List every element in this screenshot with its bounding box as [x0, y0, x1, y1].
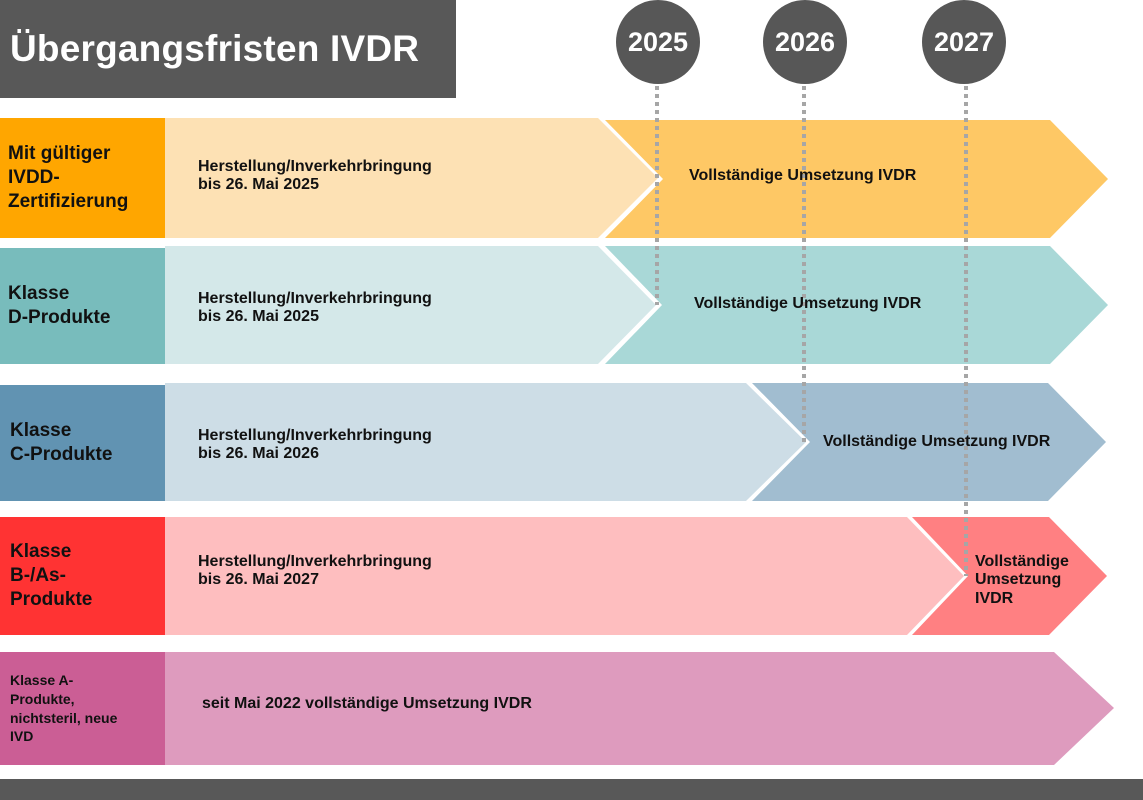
page-title: Übergangsfristen IVDR — [10, 28, 420, 69]
row-3-phase2-arrow — [752, 383, 1106, 501]
row-label-text: Klasse D-Produkte — [8, 282, 111, 328]
row-4-phase1-text: Herstellung/Inverkehrbringung bis 26. Ma… — [198, 553, 432, 589]
title-banner: Übergangsfristen IVDR — [0, 0, 456, 98]
row-1-phase2-text: Vollständige Umsetzung IVDR — [689, 167, 917, 184]
row-label-text: Klasse C-Produkte — [10, 419, 113, 465]
year-circle-2027: 2027 — [922, 0, 1006, 84]
row-label-text: Klasse A- Produkte, nichtsteril, neue IV… — [10, 671, 118, 745]
year-circle-2026: 2026 — [763, 0, 847, 84]
row-2-phase2-text: Vollständige Umsetzung IVDR — [694, 295, 922, 312]
row-3-phase1-arrow — [165, 383, 806, 501]
row-label-class-c: Klasse C-Produkte — [0, 385, 165, 501]
row-1-phase2-arrow — [605, 120, 1108, 238]
row-4-phase1-arrow — [165, 517, 964, 635]
row-2-phase1-text: Herstellung/Inverkehrbringung bis 26. Ma… — [198, 290, 432, 326]
row-4-phase2-text: Vollständige Umsetzung IVDR — [975, 553, 1069, 607]
row-label-ivdd: Mit gültiger IVDD- Zertifizierung — [0, 118, 165, 238]
row-label-class-a: Klasse A- Produkte, nichtsteril, neue IV… — [0, 652, 165, 765]
row-label-class-d: Klasse D-Produkte — [0, 248, 165, 364]
row-3-phase1-text: Herstellung/Inverkehrbringung bis 26. Ma… — [198, 427, 432, 463]
row-label-class-b-as: Klasse B-/As- Produkte — [0, 517, 165, 635]
row-5-full-arrow — [165, 652, 1114, 765]
row-1-phase1-text: Herstellung/Inverkehrbringung bis 26. Ma… — [198, 158, 432, 194]
row-label-text: Mit gültiger IVDD- Zertifizierung — [8, 142, 129, 213]
row-2-phase1-arrow — [165, 246, 656, 364]
footer-bar — [0, 779, 1143, 800]
row-1-phase1-arrow — [165, 118, 658, 238]
year-circle-2025: 2025 — [616, 0, 700, 84]
row-4-phase2-arrow — [912, 517, 1107, 635]
row-5-text: seit Mai 2022 vollständige Umsetzung IVD… — [202, 695, 532, 712]
row-2-phase2-arrow — [605, 246, 1108, 364]
row-3-phase2-text: Vollständige Umsetzung IVDR — [823, 433, 1051, 450]
row-label-text: Klasse B-/As- Produkte — [10, 540, 93, 611]
